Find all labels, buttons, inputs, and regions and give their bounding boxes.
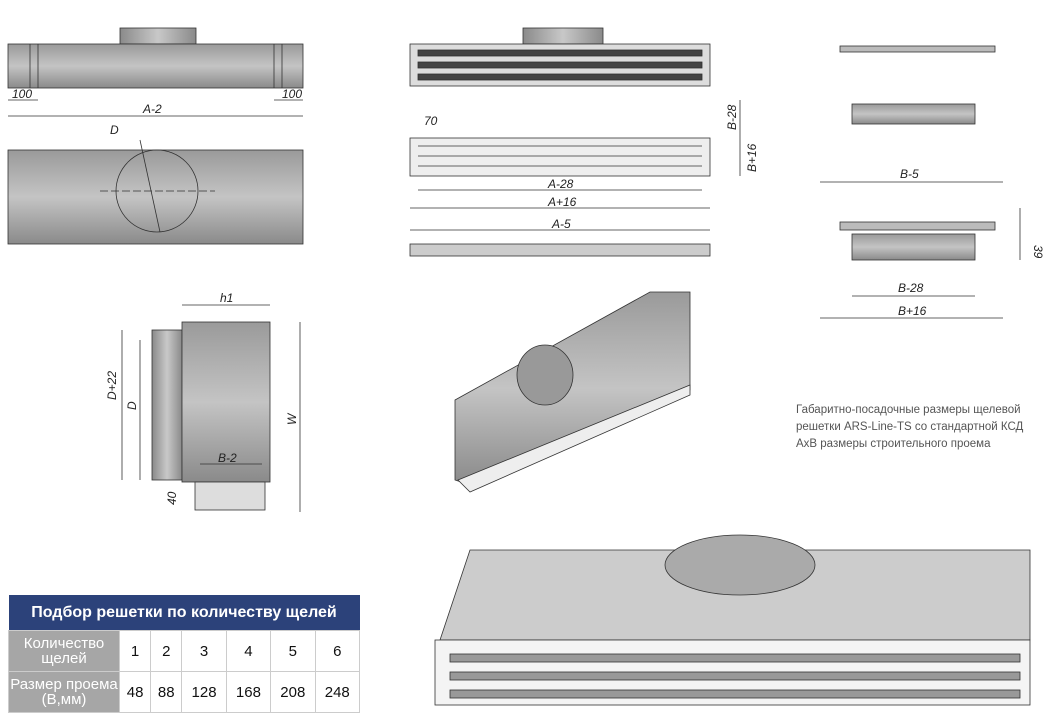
slot-cell: 2	[150, 630, 183, 672]
table-row: Количество щелей 1 2 3 4 5 6	[8, 630, 361, 672]
side-view-drawing	[121, 304, 301, 512]
size-cell: 248	[314, 671, 361, 713]
dim-39: 39	[1031, 245, 1045, 259]
size-cell: 88	[150, 671, 183, 713]
dim-a-2: A-2	[142, 102, 162, 116]
size-cell: 48	[118, 671, 152, 713]
table-row: Размер проема (В,мм) 48 88 128 168 208 2…	[8, 671, 361, 713]
section-drawing	[820, 45, 1021, 319]
row-label-size: Размер проема (В,мм)	[8, 671, 120, 713]
dim-a-5: A-5	[551, 217, 571, 231]
top-view-drawing	[7, 27, 304, 117]
slot-cell: 6	[314, 630, 361, 672]
dim-100-right: 100	[282, 87, 302, 101]
grille-drawing	[409, 27, 741, 257]
dim-w: W	[285, 412, 299, 425]
slot-cell: 5	[270, 630, 316, 672]
dim-b-16-v: B+16	[745, 143, 759, 172]
dim-d-22: D+22	[105, 371, 119, 400]
dim-b-28-v: B-28	[725, 104, 739, 130]
dim-b-28: B-28	[898, 281, 924, 295]
drawing-caption: Габаритно-посадочные размеры щелевой реш…	[796, 404, 1024, 450]
front-view-drawing	[7, 139, 304, 245]
dim-40: 40	[165, 491, 179, 505]
dim-d: D	[110, 123, 119, 137]
slot-cell: 4	[225, 630, 272, 672]
size-cell: 208	[270, 671, 316, 713]
dim-b-16: B+16	[898, 304, 927, 318]
dim-a-28: A-28	[547, 177, 574, 191]
dim-100-left: 100	[12, 87, 32, 101]
render-3d	[434, 534, 1031, 706]
slot-cell: 3	[181, 630, 227, 672]
dim-h1: h1	[220, 291, 233, 305]
row-label-slots: Количество щелей	[8, 630, 120, 672]
dim-70: 70	[424, 114, 438, 128]
isometric-drawing	[454, 291, 691, 493]
dim-d-side: D	[125, 401, 139, 410]
size-cell: 128	[181, 671, 227, 713]
slot-selection-table: Подбор решетки по количеству щелей Колич…	[8, 595, 361, 713]
table-title: Подбор решетки по количеству щелей	[8, 595, 360, 631]
dim-b-2: B-2	[218, 451, 237, 465]
dim-a-16: A+16	[547, 195, 577, 209]
size-cell: 168	[225, 671, 272, 713]
slot-cell: 1	[118, 630, 152, 672]
dim-b-5: B-5	[900, 167, 919, 181]
